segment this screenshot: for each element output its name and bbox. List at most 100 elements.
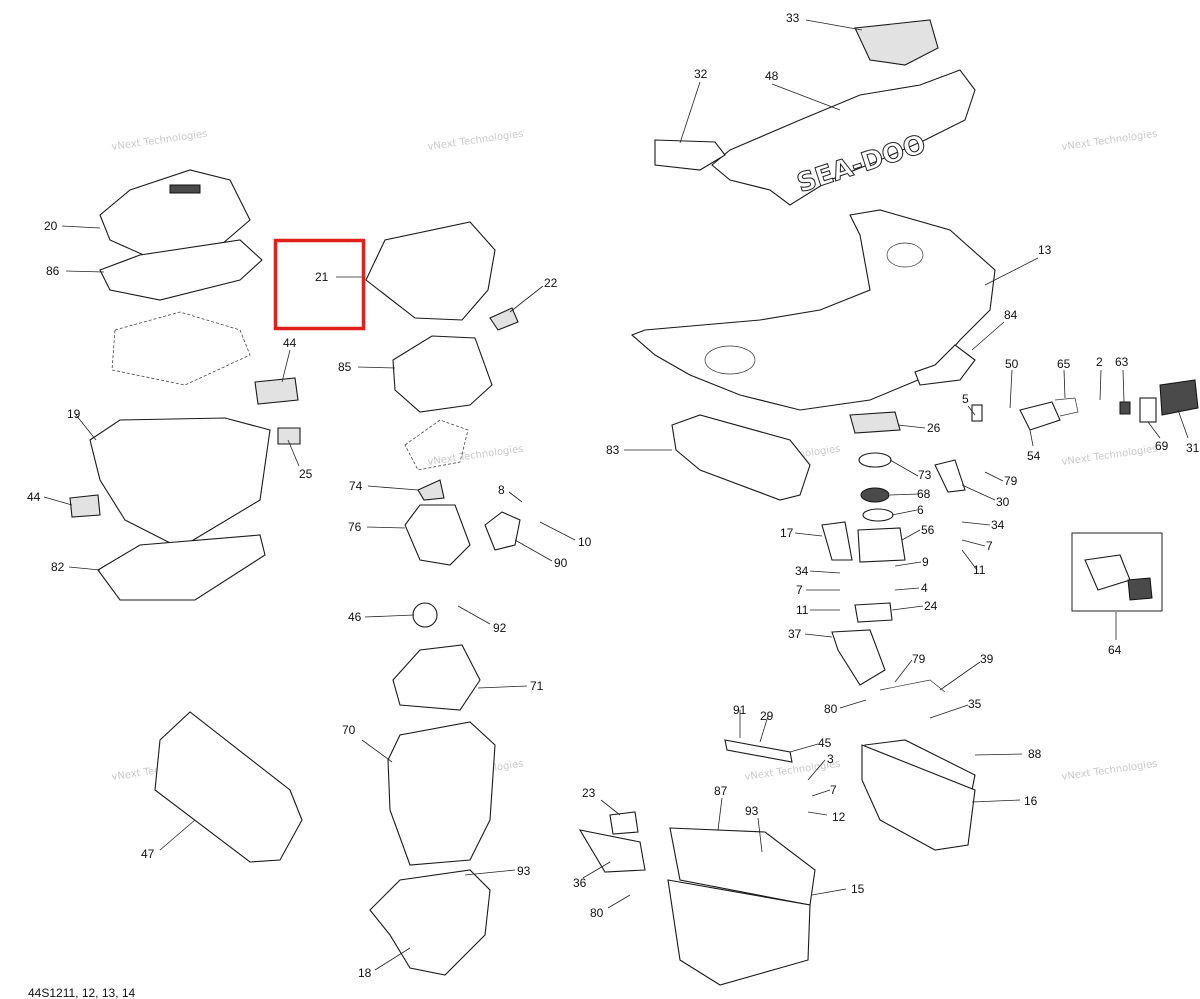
hidden-cover <box>404 419 469 471</box>
part-20-grille <box>169 184 201 194</box>
part-32-decal <box>654 139 726 171</box>
part-47-cushion <box>154 711 303 863</box>
callout-7-left: 7 <box>796 583 803 597</box>
callout-91: 91 <box>733 703 747 717</box>
part-29-strut <box>724 739 793 763</box>
parts: SEA-DOO <box>69 19 1199 986</box>
part-56-latch <box>857 527 906 563</box>
callout-71: 71 <box>530 679 544 693</box>
callout-44: 44 <box>283 336 297 350</box>
part-71-seal <box>392 644 481 711</box>
callout-11-left: 11 <box>796 603 809 617</box>
watermark: vNext Technologies <box>111 129 208 153</box>
callout-65: 65 <box>1057 357 1071 371</box>
callout-37: 37 <box>788 627 802 641</box>
part-64-inset <box>1071 532 1163 612</box>
part-17-bracket <box>821 521 853 561</box>
callout-7: 7 <box>986 539 993 553</box>
leader-lines <box>43 19 1189 971</box>
part-46 <box>412 602 438 628</box>
callout-9: 9 <box>922 555 929 569</box>
watermarks: vNext Technologies vNext Technologies vN… <box>111 129 1158 783</box>
part-31-button <box>1159 379 1199 416</box>
callout-33: 33 <box>786 11 800 25</box>
callout-86: 86 <box>46 264 60 278</box>
callout-74: 74 <box>349 479 363 493</box>
callout-70: 70 <box>342 723 356 737</box>
reference-code: 44S1211, 12, 13, 14 <box>28 986 136 999</box>
part-87-gasket <box>669 827 816 906</box>
callout-3: 3 <box>827 752 834 766</box>
callout-34: 34 <box>991 518 1005 532</box>
callout-17: 17 <box>780 526 794 540</box>
callout-80-lower: 80 <box>590 906 604 920</box>
cup-holder <box>704 345 756 375</box>
callout-11: 11 <box>973 563 986 577</box>
part-36-bracket <box>578 829 646 873</box>
part-6 <box>862 508 894 522</box>
callout-64: 64 <box>1108 643 1122 657</box>
part-37-housing <box>831 629 886 686</box>
callout-26: 26 <box>927 421 941 435</box>
callout-22: 22 <box>544 276 558 290</box>
callout-90: 90 <box>554 556 568 570</box>
part-73 <box>858 452 892 468</box>
callout-73: 73 <box>918 468 932 482</box>
callout-16: 16 <box>1024 794 1038 808</box>
callout-18: 18 <box>358 966 372 980</box>
callout-48: 48 <box>765 69 779 83</box>
callout-80: 80 <box>824 702 838 716</box>
part-21-cover <box>365 221 496 321</box>
callout-47: 47 <box>141 847 155 861</box>
part-68 <box>860 487 890 503</box>
callout-84: 84 <box>1004 308 1018 322</box>
callout-56: 56 <box>921 523 935 537</box>
callout-68: 68 <box>917 487 931 501</box>
callout-44-left: 44 <box>27 490 41 504</box>
callout-45: 45 <box>818 736 832 750</box>
part-84-handle <box>914 344 976 386</box>
part-30-bracket <box>934 459 966 493</box>
hidden-insert <box>111 311 251 386</box>
part-85-frame <box>392 335 493 413</box>
part-82-gasket <box>97 534 266 601</box>
callout-34-left: 34 <box>795 564 809 578</box>
callout-5: 5 <box>962 392 969 406</box>
callout-29: 29 <box>760 709 774 723</box>
callout-10: 10 <box>578 535 592 549</box>
callout-8: 8 <box>498 483 505 497</box>
part-13-deck <box>630 209 996 411</box>
part-20-lid <box>99 169 251 261</box>
callout-20: 20 <box>44 219 58 233</box>
callout-7-right: 7 <box>830 783 837 797</box>
part-64-latch-detail <box>1084 554 1131 591</box>
part-74 <box>417 479 445 501</box>
part-19-bin <box>89 417 271 549</box>
callout-4: 4 <box>921 581 928 595</box>
part-44-clip <box>254 377 299 405</box>
callout-85: 85 <box>338 360 352 374</box>
callout-32: 32 <box>694 67 708 81</box>
callout-25: 25 <box>299 467 313 481</box>
callout-31: 31 <box>1186 441 1200 455</box>
highlight-box-item-21 <box>273 238 366 331</box>
cup-holder <box>886 242 924 268</box>
callout-23: 23 <box>582 786 596 800</box>
callout-82: 82 <box>51 560 65 574</box>
part-44-clip-left <box>69 494 101 518</box>
callout-50: 50 <box>1005 357 1019 371</box>
watermark: vNext Technologies <box>427 444 524 468</box>
callout-21: 21 <box>315 270 329 284</box>
part-70-housing <box>387 721 496 866</box>
part-33-decal <box>854 19 939 66</box>
part-24-bracket <box>854 602 893 623</box>
callout-24: 24 <box>924 599 938 613</box>
callout-19: 19 <box>67 407 81 421</box>
callouts: 33 32 48 20 86 21 22 44 85 19 25 44 82 7… <box>27 11 1200 980</box>
part-18-bin <box>369 869 491 976</box>
part-15-bin <box>667 879 811 986</box>
callout-54: 54 <box>1027 449 1041 463</box>
callout-83: 83 <box>606 443 620 457</box>
callout-36: 36 <box>573 876 587 890</box>
